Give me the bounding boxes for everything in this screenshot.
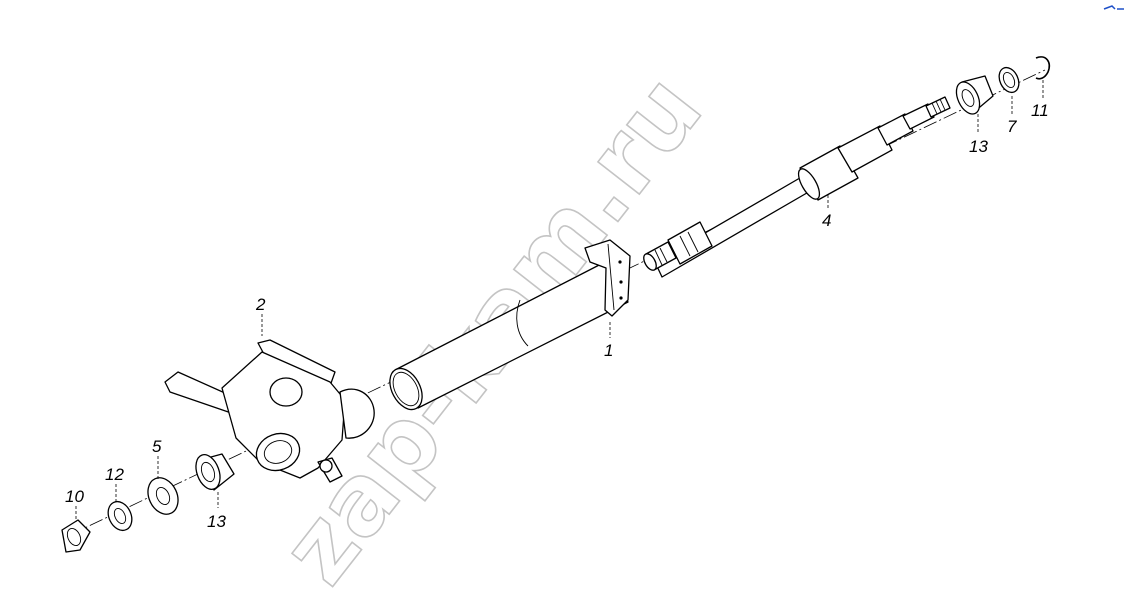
lower-bracket-housing bbox=[164, 339, 375, 483]
steering-shaft bbox=[643, 96, 951, 278]
callout-1: 1 bbox=[604, 341, 613, 360]
column-tube bbox=[389, 239, 631, 411]
callout-7: 7 bbox=[1007, 117, 1017, 136]
callout-5: 5 bbox=[152, 437, 162, 456]
callout-4: 4 bbox=[822, 211, 831, 230]
upper-ring bbox=[998, 66, 1020, 94]
lock-washer bbox=[107, 500, 133, 532]
callout-13-upper: 13 bbox=[969, 137, 988, 156]
washer bbox=[147, 477, 179, 515]
callout-11: 11 bbox=[1031, 101, 1049, 120]
callout-10: 10 bbox=[65, 487, 84, 506]
lower-bearing bbox=[195, 453, 235, 491]
callout-12: 12 bbox=[105, 465, 124, 484]
corner-mark-icon bbox=[1103, 5, 1124, 10]
retaining-ring bbox=[1035, 56, 1051, 80]
callout-13-lower: 13 bbox=[207, 512, 226, 531]
upper-bearing bbox=[955, 75, 994, 115]
callout-2: 2 bbox=[255, 295, 266, 314]
nut bbox=[61, 519, 91, 553]
